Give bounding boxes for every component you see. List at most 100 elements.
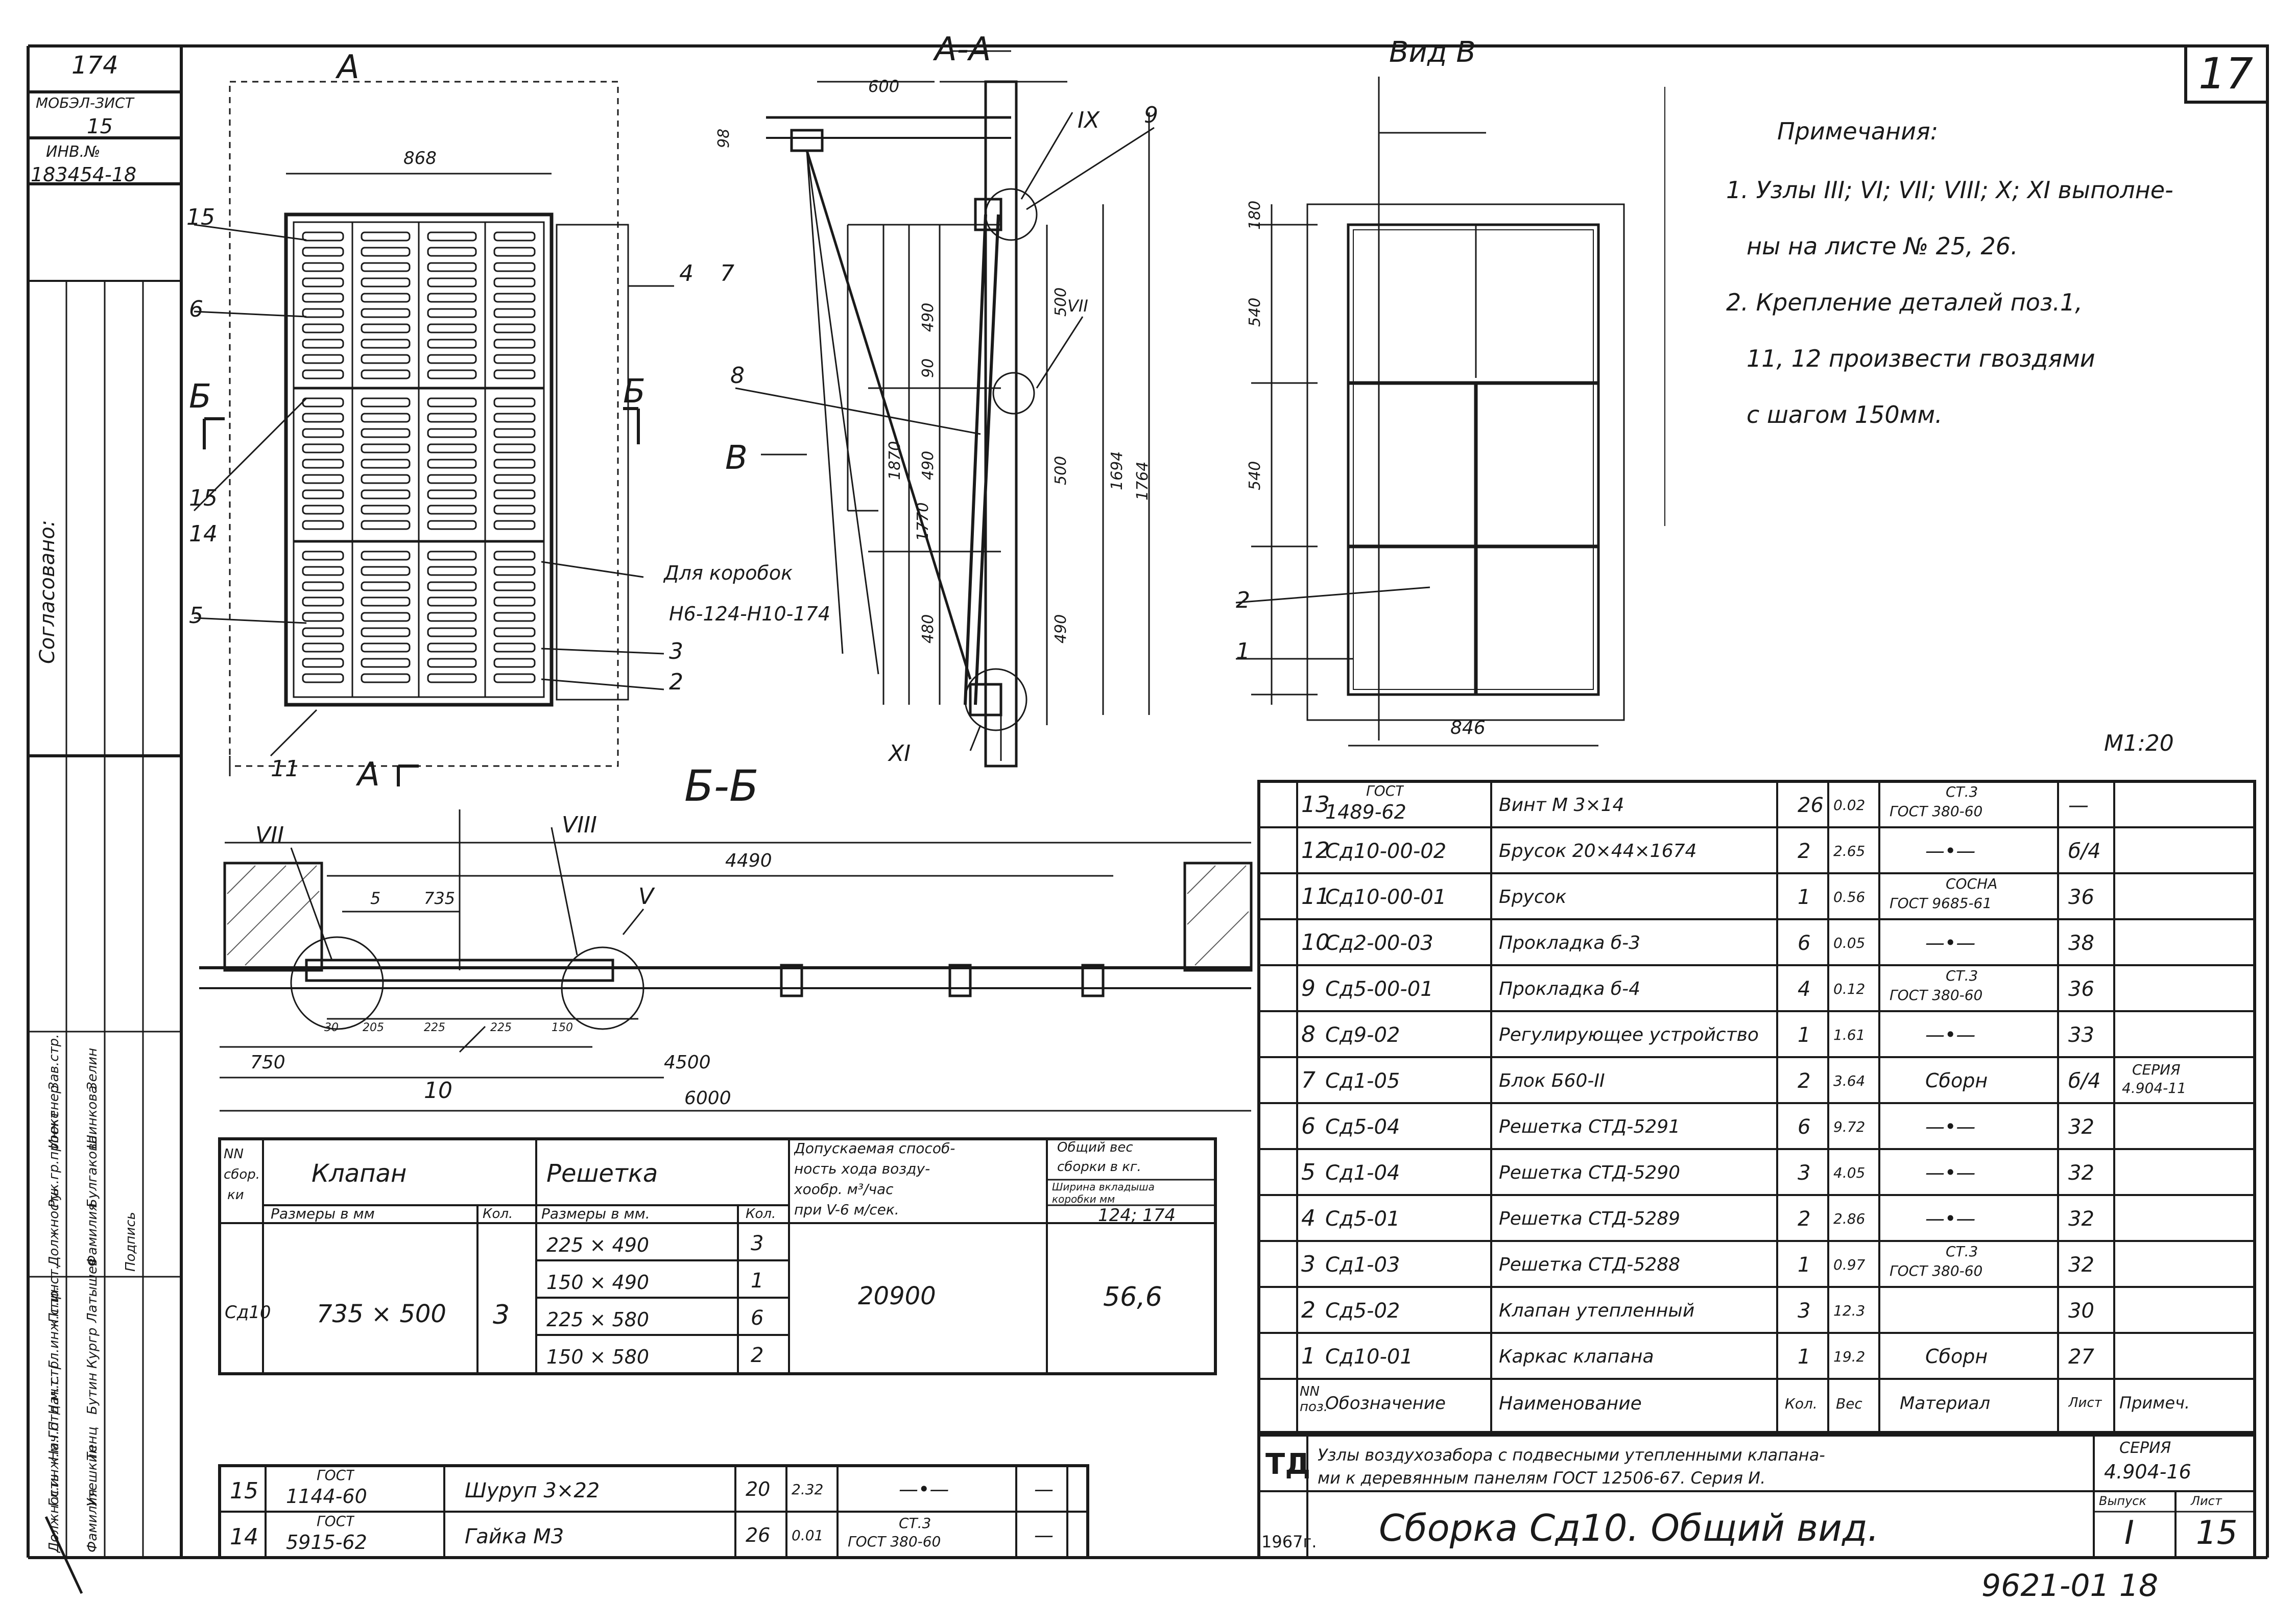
pos-15: 15: [186, 204, 215, 230]
grid-slat: [427, 293, 477, 303]
spec-pos: 3: [1301, 1251, 1316, 1277]
spec2-pos: 15: [230, 1478, 258, 1504]
spec-mat: ГОСТ 380-60: [1890, 803, 1983, 820]
note-line-1: ны на листе № 25, 26.: [1747, 232, 2018, 260]
grid-slat: [427, 231, 477, 242]
kt-capacity: 20900: [858, 1282, 936, 1310]
grid-slat: [302, 247, 344, 257]
spec-mass: 3.64: [1833, 1072, 1866, 1089]
kt-grid-size: 150 × 490: [546, 1271, 650, 1294]
grid-slat: [361, 339, 411, 349]
kt-grid-qty: 1: [751, 1269, 764, 1293]
grid-slat: [427, 612, 477, 622]
grid-slat: [302, 520, 344, 530]
spec-mat: —•—: [1925, 932, 1976, 954]
grid-slat: [361, 413, 411, 423]
side-name-3: Бутин: [85, 1372, 100, 1415]
grid-slat: [427, 413, 477, 423]
spec-mat: Сборн: [1925, 1069, 1988, 1092]
spec-name: Прокладка б-3: [1499, 933, 1640, 953]
grid-slat: [427, 277, 477, 288]
grid-slat: [302, 369, 344, 379]
side-name-5: Латышев: [85, 1258, 100, 1323]
grid-slat: [302, 308, 344, 318]
dim-490b: 490: [919, 450, 937, 480]
dim-4500: 4500: [664, 1052, 711, 1073]
title-series-number: 4.904-16: [2104, 1461, 2191, 1483]
grid-slat: [493, 354, 536, 364]
spec-sheet: 38: [2068, 932, 2094, 955]
grid-slat: [361, 673, 411, 683]
grid-slat: [302, 293, 344, 303]
spec-h-mat: Материал: [1900, 1393, 1991, 1414]
spec-desig: Сд9-02: [1325, 1023, 1400, 1047]
grid-slat: [493, 627, 536, 637]
pos-6: 6: [189, 296, 203, 322]
title-list-label: Лист: [2191, 1494, 2222, 1508]
grid-slat: [427, 323, 477, 333]
dim-500: 500: [1052, 287, 1070, 317]
spec-pos: 9: [1301, 975, 1316, 1001]
kt-grid-size: 150 × 580: [546, 1346, 650, 1368]
spec2-pos: 14: [230, 1524, 258, 1550]
grid-slat: [302, 612, 344, 622]
spec-qty: 1: [1798, 1253, 1811, 1277]
grid-slat: [302, 642, 344, 653]
kt-klapan-qty: 3: [493, 1300, 510, 1330]
spec-mass: 0.12: [1833, 981, 1866, 997]
grid-slats: [302, 231, 536, 683]
grid-slat: [361, 474, 411, 484]
grid-slat: [361, 520, 411, 530]
grid-slat: [361, 308, 411, 318]
spec-qty: 2: [1798, 840, 1811, 863]
grid-slat: [361, 489, 411, 499]
spec-qty: 6: [1798, 932, 1811, 955]
spec-sheet: 36: [2068, 886, 2094, 909]
spec-mass: 0.05: [1833, 935, 1866, 951]
grid-slat: [302, 459, 344, 469]
spec-desig: ГОСТ: [1366, 782, 1404, 799]
spec-mat: ГОСТ 9685-61: [1890, 895, 1992, 912]
grid-slat: [427, 673, 477, 683]
dim-30: 30: [324, 1021, 339, 1034]
spec-qty: 4: [1798, 977, 1811, 1001]
grid-slat: [361, 369, 411, 379]
dim-225a: 225: [424, 1021, 445, 1034]
grid-slat: [302, 658, 344, 668]
pos-1: 1: [1236, 638, 1250, 664]
side-name2-0: Фамилия: [85, 1203, 100, 1267]
kt-h-nn: NN сбор.: [224, 1147, 259, 1182]
grid-slat: [493, 308, 536, 318]
grid-slat: [493, 566, 536, 576]
spec-name: Винт М 3×14: [1499, 795, 1624, 816]
node-vii-bottom: VII: [255, 822, 284, 848]
spec-desig: Сд5-00-01: [1325, 977, 1433, 1001]
side-name2-3: Зелин: [85, 1047, 100, 1090]
note-line-2: 2. Крепление деталей поз.1,: [1726, 289, 2083, 316]
grid-slat: [361, 354, 411, 364]
section-aa-label: А-А: [935, 31, 991, 68]
kt-h-capacity: хообр. м³/час: [794, 1181, 894, 1198]
grid-slat: [302, 262, 344, 272]
stamp-inv-number: 183454-18: [31, 163, 137, 186]
pos-10: 10: [424, 1078, 452, 1104]
pos-14: 14: [189, 521, 218, 547]
kt-row-id: Сд10: [225, 1302, 271, 1323]
spec-desig: Сд5-04: [1325, 1115, 1400, 1139]
kt-width-val: 124; 174: [1098, 1205, 1176, 1226]
kt-h-width: коробки мм: [1052, 1193, 1115, 1205]
view-a-bottom: А: [357, 756, 380, 794]
spec-qty: 2: [1798, 1207, 1811, 1231]
grid-slat: [427, 428, 477, 438]
spec-sheet: 30: [2068, 1299, 2094, 1323]
spec-sheet: 32: [2068, 1115, 2094, 1139]
spec-name: Брусок 20×44×1674: [1499, 841, 1697, 862]
grid-slat: [493, 474, 536, 484]
dim-150: 150: [552, 1021, 573, 1034]
grid-slat: [302, 673, 344, 683]
spec-h-name: Наименование: [1499, 1393, 1642, 1414]
spec-mat: —•—: [1925, 1207, 1976, 1230]
stamp-number: 174: [71, 51, 118, 80]
pos-7: 7: [720, 260, 734, 286]
grid-slat: [493, 413, 536, 423]
